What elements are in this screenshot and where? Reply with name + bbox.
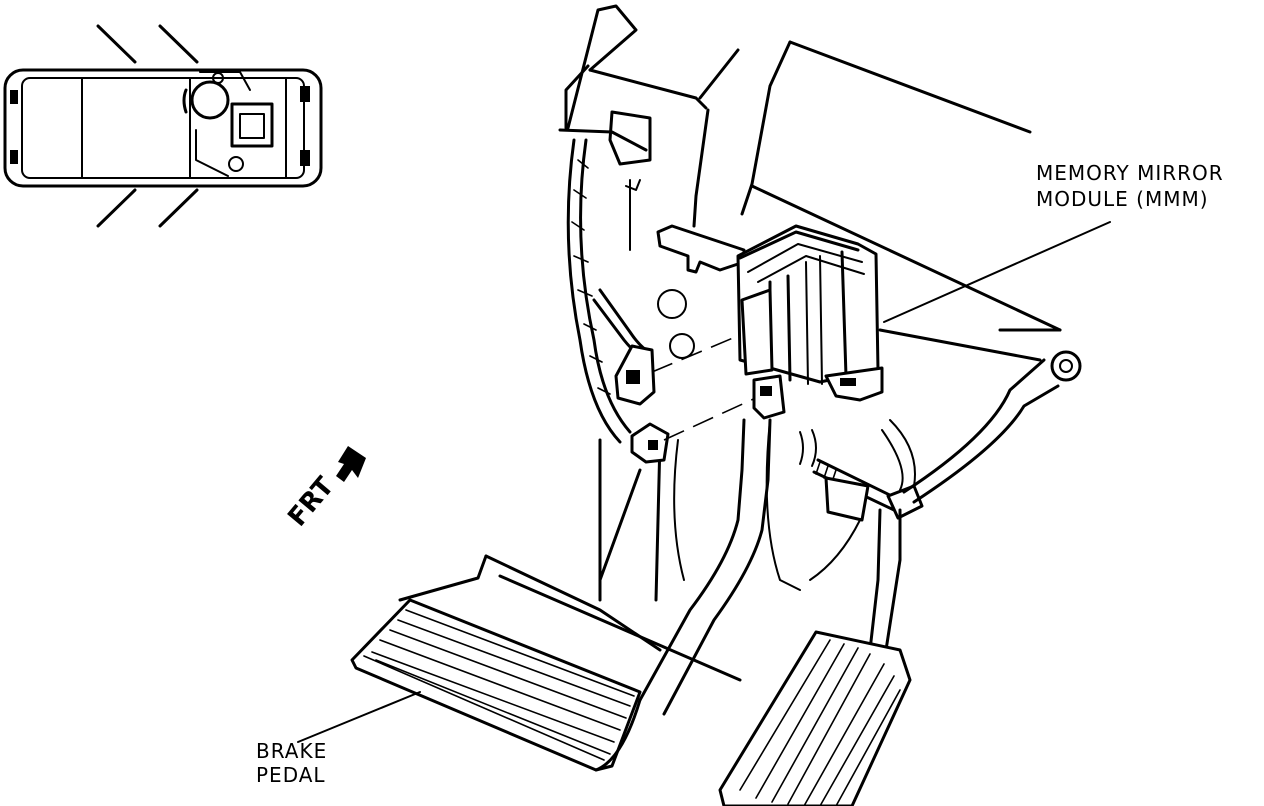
front-direction-indicator: FRT	[282, 446, 366, 532]
wiring-harness	[566, 138, 761, 464]
brake-pedal-label-line2: PEDAL	[256, 763, 326, 787]
instrument-panel-structure	[558, 4, 1062, 602]
front-arrow-icon	[336, 446, 366, 482]
brake-pedal-label-line1: BRAKE	[256, 739, 327, 763]
brake-pedal-leader-line	[297, 691, 421, 743]
vehicle-locator-icon	[3, 24, 323, 228]
accelerator-pedal	[718, 350, 1082, 806]
front-label: FRT	[282, 471, 340, 532]
mmm-label-line2: MODULE (MMM)	[1036, 187, 1209, 211]
brake-pedal	[350, 418, 772, 772]
memory-mirror-module	[656, 224, 884, 420]
mmm-leader-line	[883, 221, 1111, 323]
mmm-label-line1: MEMORY MIRROR	[1036, 161, 1224, 185]
